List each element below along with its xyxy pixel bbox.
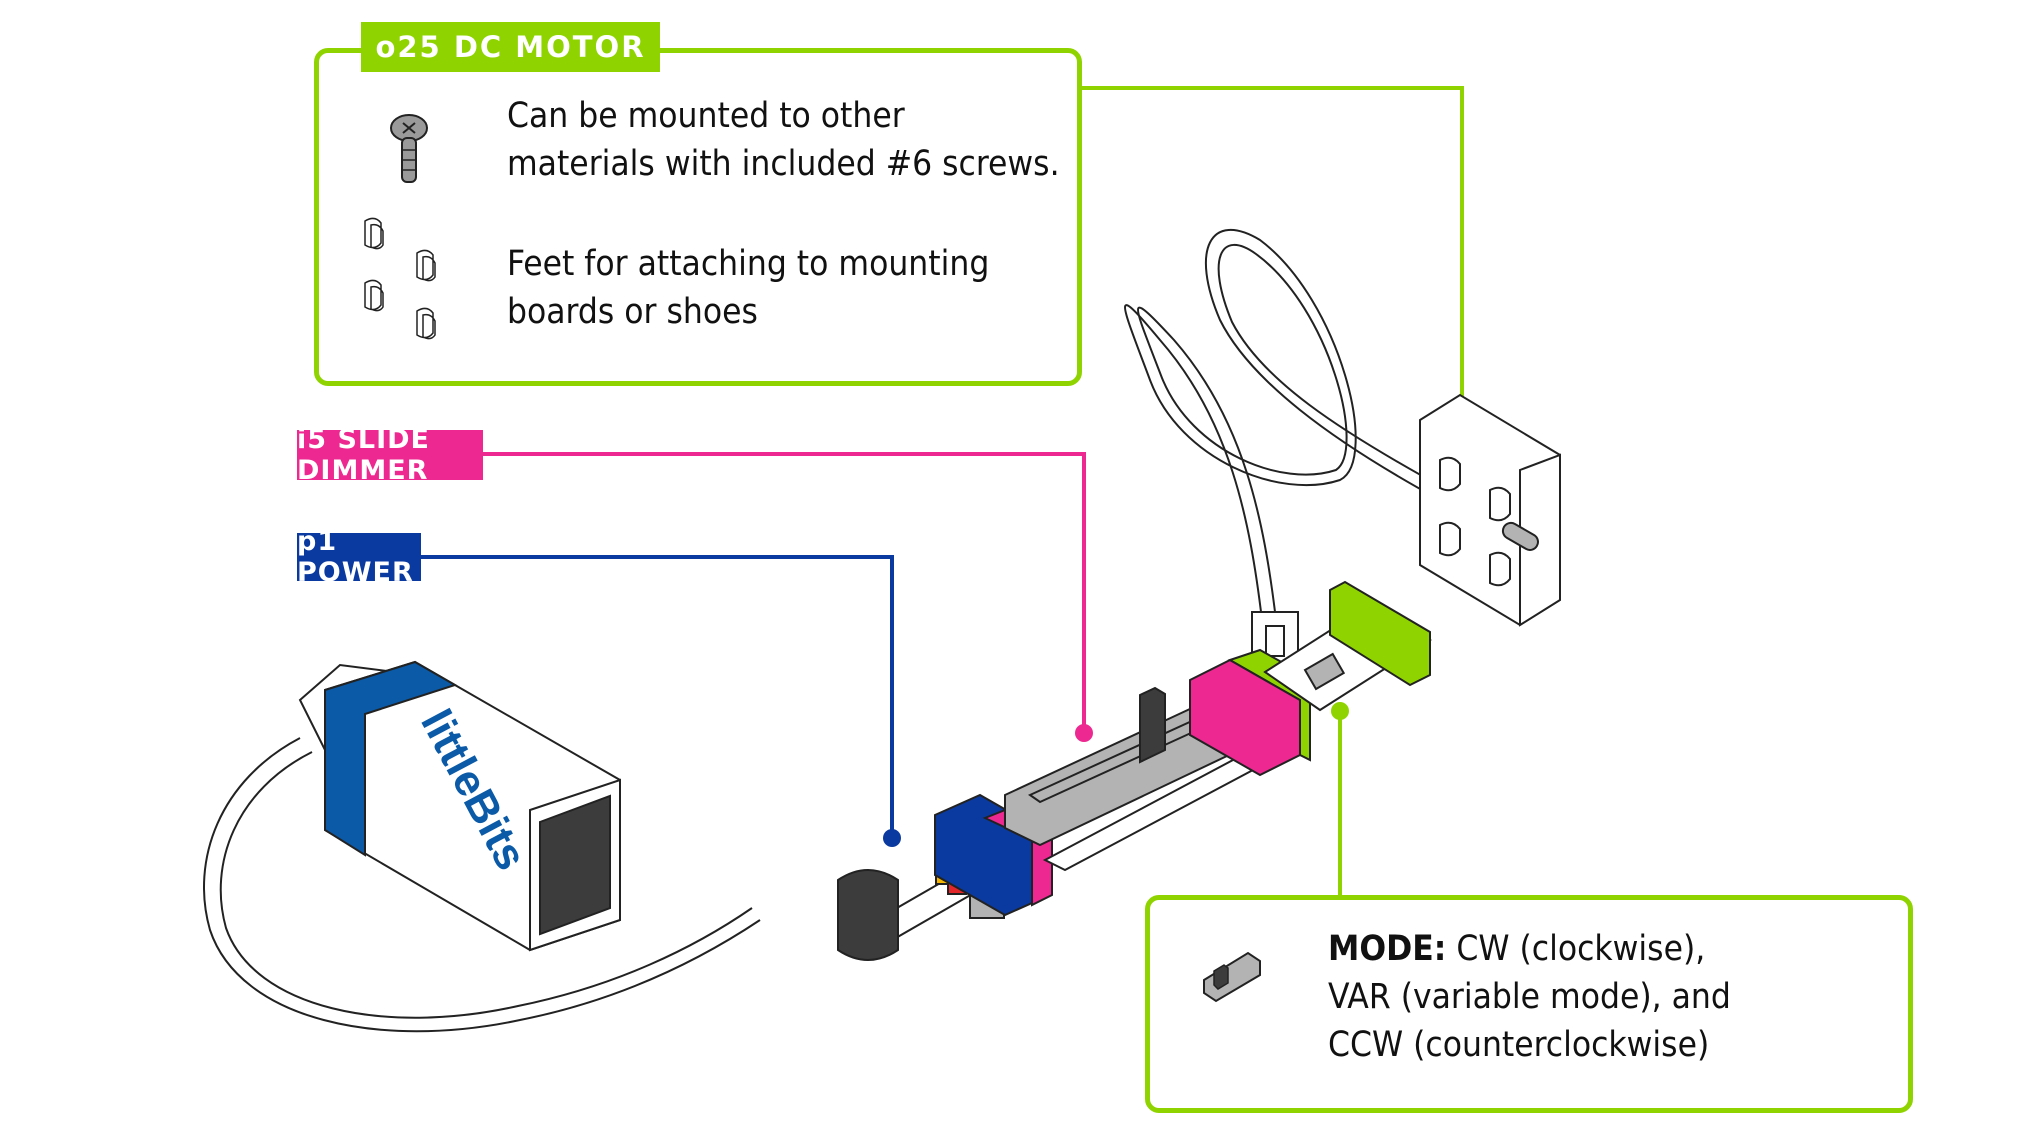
dimmer-leader-line bbox=[483, 452, 1093, 742]
text-line: MODE: CW (clockwise), bbox=[1328, 925, 1731, 973]
mode-leader-line bbox=[1331, 702, 1349, 895]
battery-cable bbox=[203, 737, 761, 1033]
slide-dimmer bbox=[1004, 648, 1311, 872]
text-line: Feet for attaching to mounting bbox=[507, 244, 990, 284]
motor-cable bbox=[1124, 228, 1445, 621]
motor-output-board bbox=[1263, 580, 1432, 712]
mode-line-1: CW (clockwise), bbox=[1456, 929, 1706, 969]
mode-callout-box bbox=[1145, 895, 1913, 1113]
power-label: p1 POWER bbox=[297, 526, 421, 588]
battery bbox=[298, 660, 621, 952]
power-leader-line bbox=[421, 555, 901, 847]
dc-motor bbox=[1419, 393, 1561, 627]
screw-icon bbox=[390, 114, 428, 183]
motor-callout-box bbox=[314, 48, 1082, 386]
motor-item-screws-text: Can be mounted to other materials with i… bbox=[507, 92, 1060, 188]
motor-leader-line bbox=[1082, 86, 1471, 452]
motor-item-feet-text: Feet for attaching to mounting boards or… bbox=[507, 240, 989, 336]
switch-icon bbox=[1203, 951, 1261, 1003]
motor-callout-title: o25 DC MOTOR bbox=[361, 22, 660, 72]
text-line: boards or shoes bbox=[507, 292, 758, 332]
mode-line-3: CCW (counterclockwise) bbox=[1328, 1025, 1710, 1065]
mode-line-2: VAR (variable mode), and bbox=[1328, 977, 1731, 1017]
dimmer-label: i5 SLIDE DIMMER bbox=[297, 424, 483, 486]
text-line: materials with included #6 screws. bbox=[507, 144, 1060, 184]
text-line: Can be mounted to other bbox=[507, 96, 905, 136]
feet-icon bbox=[364, 217, 436, 340]
mode-callout-text: MODE: CW (clockwise), VAR (variable mode… bbox=[1328, 925, 1731, 1069]
mode-label-bold: MODE: bbox=[1328, 929, 1447, 969]
